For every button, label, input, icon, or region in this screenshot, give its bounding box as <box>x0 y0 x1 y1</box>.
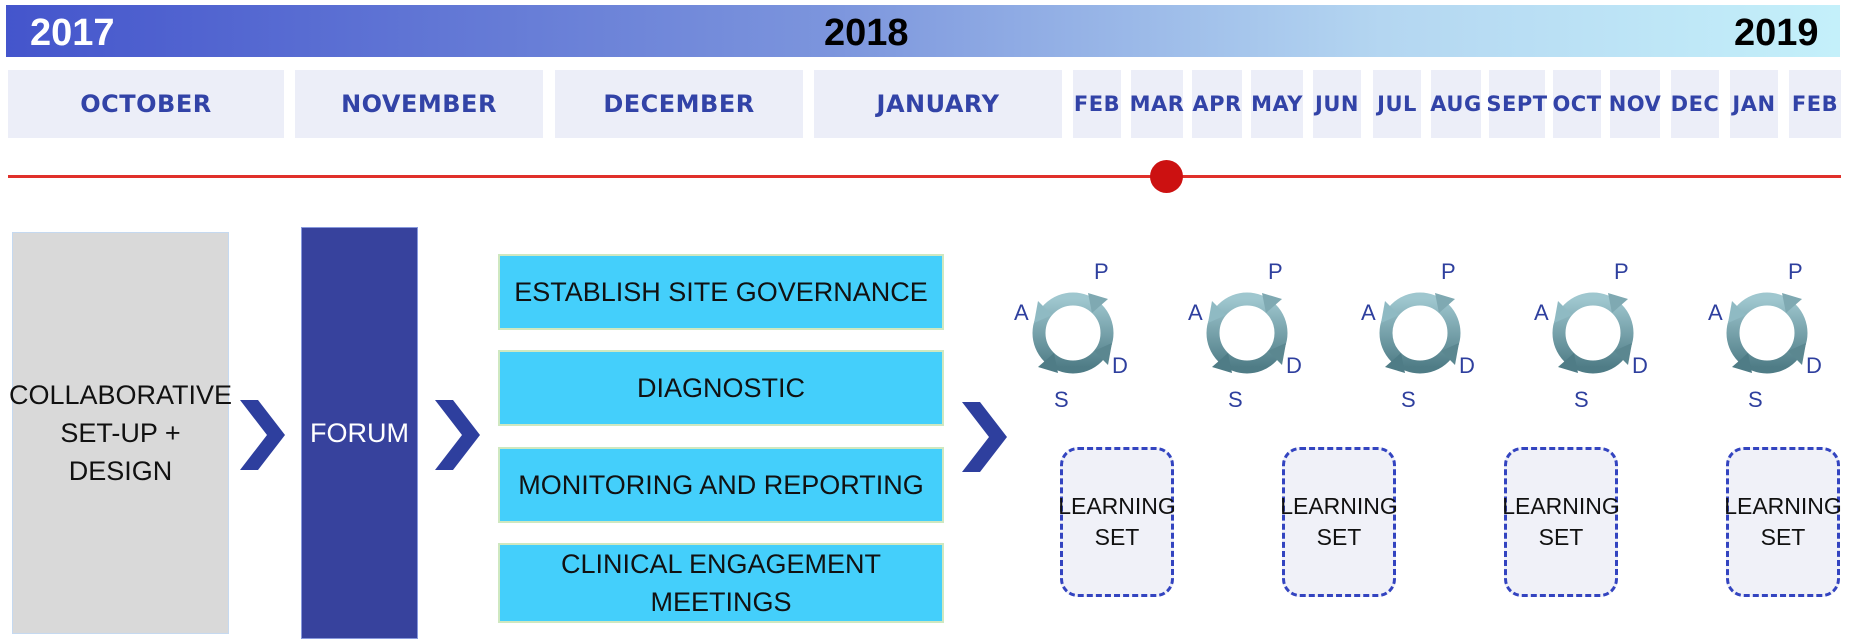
learning-set-line-2: SET <box>1094 524 1140 550</box>
month-mar: MAR <box>1130 70 1184 138</box>
pdsa-cycle-icon: P D S A <box>1361 259 1475 412</box>
setup-line-1: COLLABORATIVE <box>8 380 233 410</box>
month-feb: FEB <box>1073 70 1121 138</box>
month-may: MAY <box>1251 70 1303 138</box>
pdsa-s-label: S <box>1748 387 1763 412</box>
learning-set-line-1: LEARNING <box>1502 493 1620 519</box>
chevron-right-icon <box>962 402 1007 472</box>
pdsa-cycle-icon: P D S A <box>1188 259 1302 412</box>
year-bar <box>6 5 1840 57</box>
timeline-line <box>8 175 1841 178</box>
learning-set-line-1: LEARNING <box>1724 493 1842 519</box>
step-monitoring-reporting: MONITORING AND REPORTING <box>498 447 944 523</box>
month-dec: DEC <box>1671 70 1719 138</box>
forum-box: FORUM <box>301 227 418 639</box>
pdsa-cycle-icon: P D S A <box>1708 259 1822 412</box>
pdsa-a-label: A <box>1014 300 1029 325</box>
chevron-right-icon <box>240 400 285 470</box>
month-aug: AUG <box>1430 70 1481 138</box>
month-october: OCTOBER <box>8 70 284 138</box>
pdsa-d-label: D <box>1112 353 1128 378</box>
learning-set-box: LEARNING SET <box>1280 447 1398 597</box>
month-december: DECEMBER <box>555 70 803 138</box>
year-2019-label: 2019 <box>1734 12 1819 54</box>
learning-set-line-2: SET <box>1316 524 1362 550</box>
forum-label: FORUM <box>310 417 409 448</box>
month-oct: OCT <box>1552 70 1601 138</box>
chevron-right-icon <box>435 400 480 470</box>
pdsa-p-label: P <box>1788 259 1803 284</box>
pdsa-p-label: P <box>1094 259 1109 284</box>
step-clinical-engagement: CLINICAL ENGAGEMENT MEETINGS <box>498 543 944 623</box>
learning-set-box: LEARNING SET <box>1724 447 1842 597</box>
learning-set-line-2: SET <box>1538 524 1584 550</box>
learning-set-box: LEARNING SET <box>1502 447 1620 597</box>
pdsa-d-label: D <box>1806 353 1822 378</box>
month-sept: SEPT <box>1486 70 1547 138</box>
year-2018-label: 2018 <box>824 12 909 54</box>
pdsa-s-label: S <box>1401 387 1416 412</box>
pdsa-d-label: D <box>1459 353 1475 378</box>
current-date-marker <box>1150 160 1183 193</box>
month-nov: NOV <box>1609 70 1661 138</box>
month-january: JANUARY <box>814 70 1062 138</box>
pdsa-d-label: D <box>1632 353 1648 378</box>
month-jul: JUL <box>1373 70 1421 138</box>
pdsa-cycle-icon: P D S A <box>1534 259 1648 412</box>
step-diagnostic: DIAGNOSTIC <box>498 350 944 426</box>
pdsa-s-label: S <box>1228 387 1243 412</box>
learning-set-line-2: SET <box>1760 524 1806 550</box>
pdsa-p-label: P <box>1441 259 1456 284</box>
learning-set-line-1: LEARNING <box>1058 493 1176 519</box>
step-site-governance: ESTABLISH SITE GOVERNANCE <box>498 254 944 330</box>
setup-line-2: SET-UP + DESIGN <box>60 418 181 486</box>
pdsa-a-label: A <box>1534 300 1549 325</box>
pdsa-a-label: A <box>1188 300 1203 325</box>
pdsa-p-label: P <box>1268 259 1283 284</box>
month-apr: APR <box>1192 70 1242 138</box>
month-jun: JUN <box>1313 70 1361 138</box>
learning-set-line-1: LEARNING <box>1280 493 1398 519</box>
pdsa-a-label: A <box>1361 300 1376 325</box>
setup-design-box: COLLABORATIVE SET-UP + DESIGN <box>8 232 233 634</box>
learning-set-box: LEARNING SET <box>1058 447 1176 597</box>
pdsa-a-label: A <box>1708 300 1723 325</box>
month-november: NOVEMBER <box>295 70 543 138</box>
pdsa-p-label: P <box>1614 259 1629 284</box>
pdsa-cycle-icon: P D S A <box>1014 259 1128 412</box>
month-feb-2019: FEB <box>1789 70 1841 138</box>
year-2017-label: 2017 <box>30 12 115 54</box>
month-jan: JAN <box>1730 70 1778 138</box>
pdsa-s-label: S <box>1574 387 1589 412</box>
pdsa-s-label: S <box>1054 387 1069 412</box>
pdsa-d-label: D <box>1286 353 1302 378</box>
